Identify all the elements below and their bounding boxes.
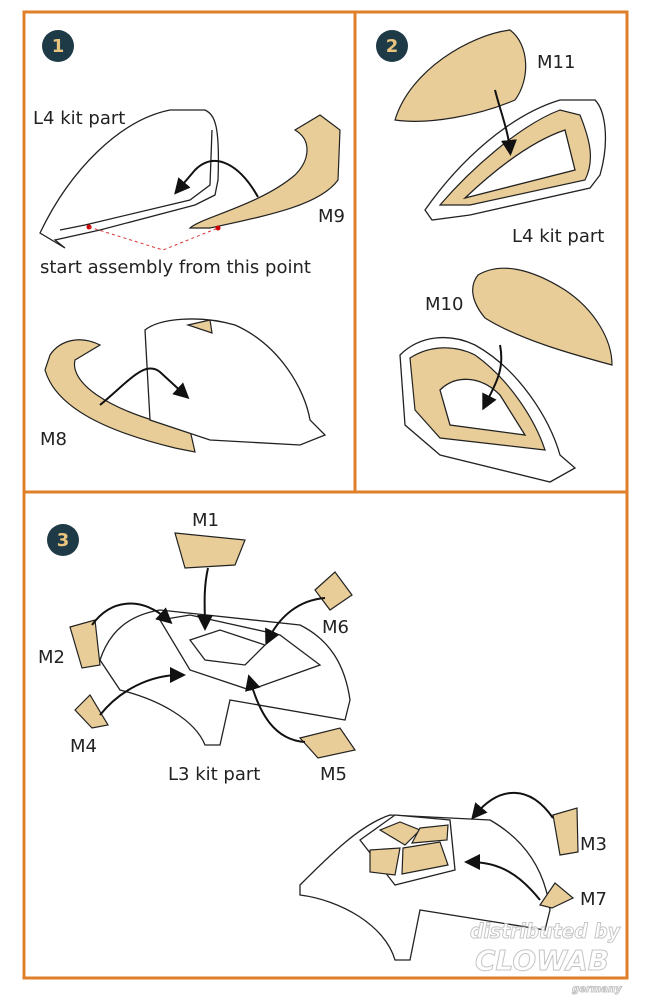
- step-badge-3: [47, 524, 79, 556]
- step-number: 3: [57, 530, 70, 551]
- watermark-line2: CLOWAB: [475, 944, 609, 977]
- kit-part-label: L4 kit part: [512, 226, 604, 247]
- kit-part-label: L4 kit part: [33, 108, 125, 129]
- step-badge-1: [42, 30, 74, 62]
- mask-m4: [74, 694, 109, 729]
- mask-m9: [188, 114, 341, 229]
- step-3: 3 M1 M2 M6 M4 M5 L3 kit part M3 M7: [38, 510, 607, 961]
- mask-label-m2: M2: [38, 647, 65, 668]
- kit-part-label: L3 kit part: [168, 764, 260, 785]
- mask-m3: [552, 807, 579, 856]
- mask-label-m9: M9: [318, 206, 345, 227]
- assembly-note: start assembly from this point: [40, 257, 311, 278]
- watermark-line3: germany: [572, 984, 622, 995]
- mask-m7: [539, 882, 575, 909]
- distributor-watermark: distributed by CLOWAB germany: [470, 919, 623, 996]
- step-number: 2: [386, 36, 399, 57]
- mask-m6: [314, 571, 353, 611]
- mask-m8: [44, 339, 196, 453]
- canopy-l4: [39, 109, 220, 249]
- mask-m10: [472, 267, 613, 366]
- mask-label-m11: M11: [537, 52, 575, 73]
- watermark-line1: distributed by: [470, 919, 621, 943]
- mask-label-m3: M3: [580, 834, 607, 855]
- canopy-l4-side: [144, 318, 327, 446]
- step-1: 1 L4 kit part M9 start assembly from thi…: [33, 30, 345, 453]
- mask-label-m5: M5: [320, 764, 347, 785]
- mask-label-m10: M10: [425, 294, 463, 315]
- step-2: 2 M11 L4 kit part M10: [376, 29, 613, 483]
- mask-label-m4: M4: [70, 736, 97, 757]
- mask-m2: [69, 619, 101, 669]
- mask-m11: [394, 29, 527, 122]
- mask-label-m7: M7: [580, 889, 607, 910]
- mask-label-m1: M1: [192, 510, 219, 531]
- canopy-l3-rear: [299, 814, 551, 961]
- mask-label-m8: M8: [40, 429, 67, 450]
- step-number: 1: [52, 36, 65, 57]
- mask-m1: [174, 532, 246, 569]
- mask-label-m6: M6: [322, 617, 349, 638]
- panel-borders: [22, 10, 629, 980]
- step-badge-2: [376, 30, 408, 62]
- mask-m5: [298, 727, 356, 759]
